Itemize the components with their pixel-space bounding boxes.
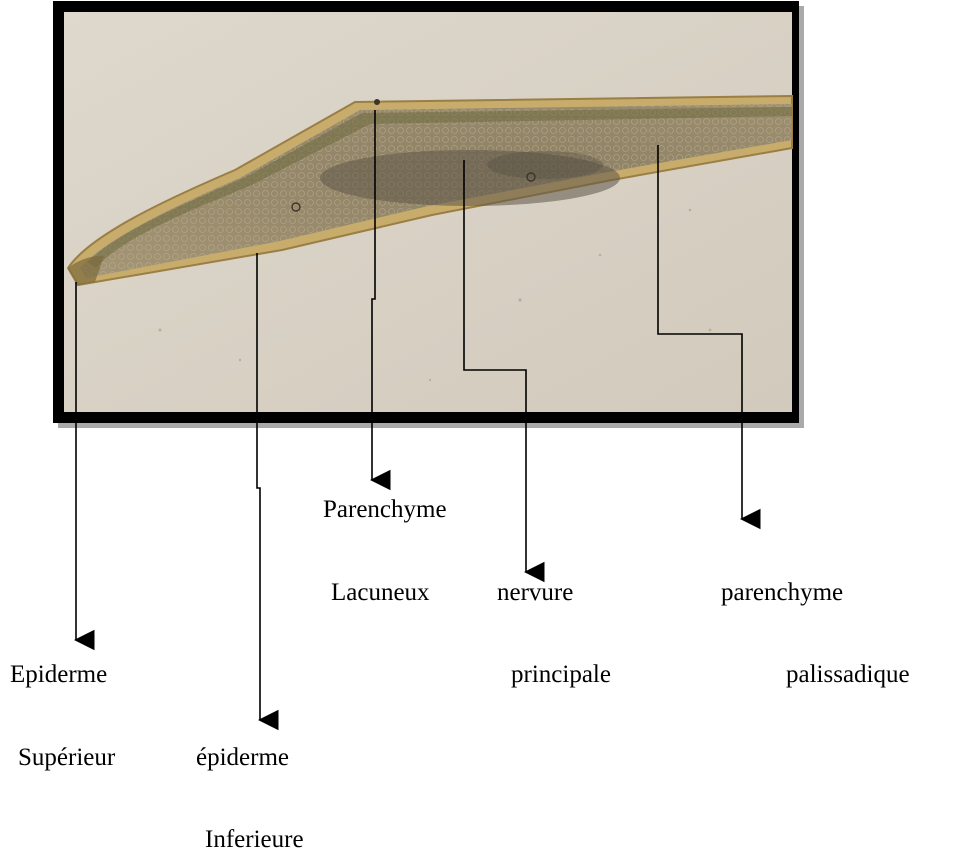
label-nervure-principale-line1: nervure bbox=[497, 580, 573, 605]
label-epiderme-inferieure-line2: Inferieure bbox=[205, 827, 304, 852]
label-parenchyme-lacuneux-line2: Lacuneux bbox=[331, 580, 430, 605]
label-epiderme-inferieure-line1: épiderme bbox=[196, 745, 289, 770]
label-epiderme-superieur-line2: Supérieur bbox=[18, 745, 115, 770]
label-parenchyme-lacuneux-line1: Parenchyme bbox=[323, 497, 447, 522]
micrograph-photo bbox=[53, 1, 804, 428]
label-nervure-principale-line2: principale bbox=[511, 662, 611, 687]
label-parenchyme-palissadique-line2: palissadique bbox=[786, 662, 910, 687]
label-parenchyme-palissadique-line1: parenchyme bbox=[721, 580, 843, 605]
label-epiderme-superieur-line1: Epiderme bbox=[10, 662, 107, 687]
